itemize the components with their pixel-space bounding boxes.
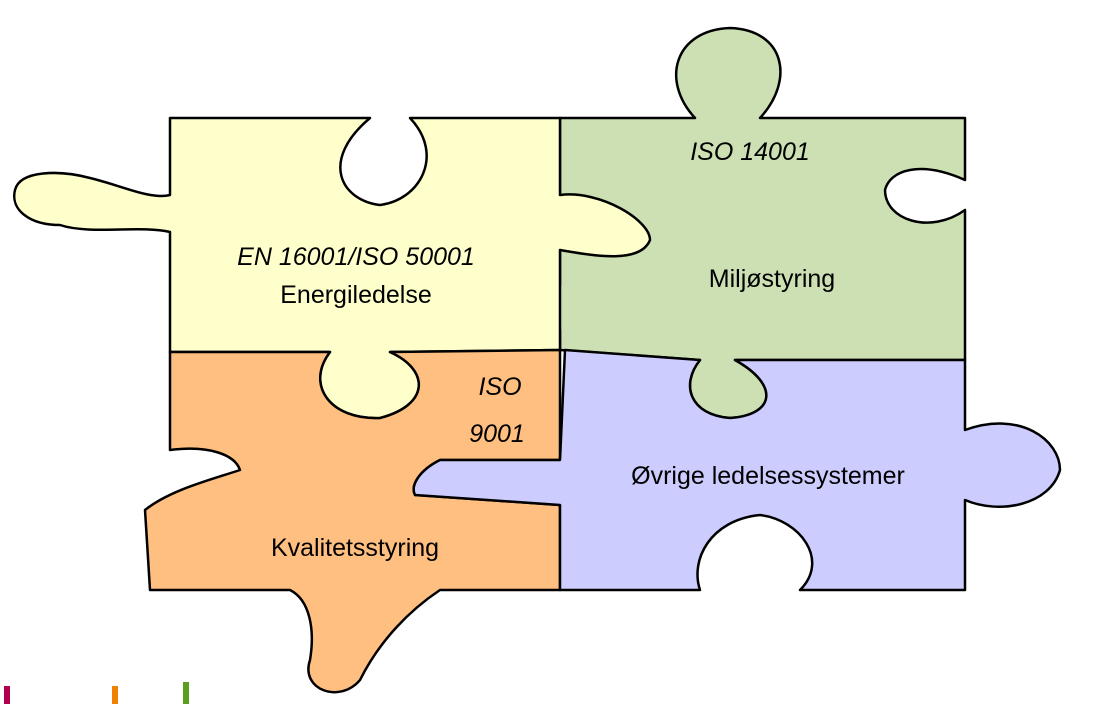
quality-name-label: Kvalitetsstyring xyxy=(271,534,439,562)
other-name-label: Øvrige ledelsessystemer xyxy=(631,462,905,490)
energy-name-label: Energiledelse xyxy=(280,281,432,309)
environment-name-label: Miljøstyring xyxy=(709,265,835,293)
brand-bar-crimson xyxy=(4,686,10,704)
quality-standard-line1: ISO xyxy=(478,373,521,401)
puzzle-piece-quality xyxy=(143,348,562,694)
energy-standard-label: EN 16001/ISO 50001 xyxy=(237,243,475,271)
brand-bar-green xyxy=(183,682,189,704)
environment-standard-label: ISO 14001 xyxy=(690,138,810,166)
brand-bar-orange xyxy=(112,686,118,704)
puzzle-piece-other xyxy=(412,348,1062,592)
quality-standard-line2: 9001 xyxy=(469,420,525,448)
